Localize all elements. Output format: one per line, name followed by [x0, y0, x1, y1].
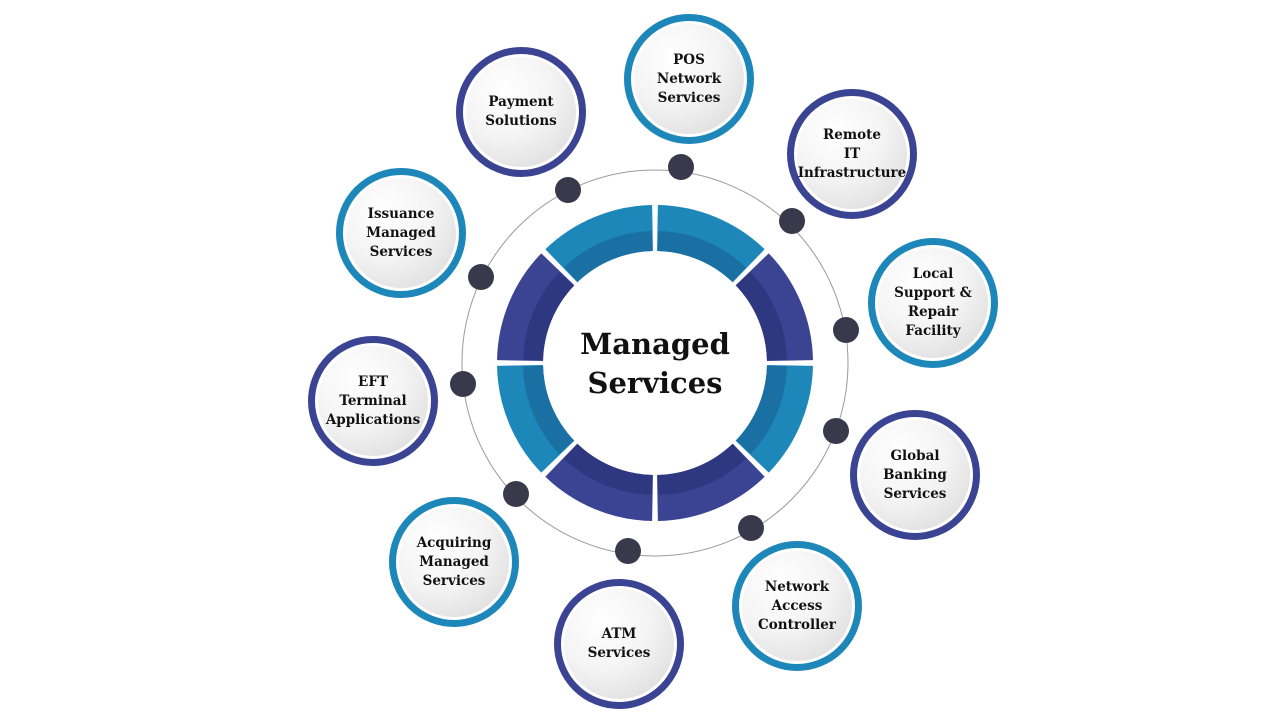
ring-segment-inner-band-3: [736, 365, 787, 454]
center-title-line-2: Services: [587, 366, 723, 400]
node-label-line: Solutions: [485, 113, 557, 129]
node-label-line: Managed: [366, 224, 436, 241]
node-label-line: Infrastructure: [797, 164, 907, 181]
node-label-line: Network: [764, 578, 830, 595]
node-label-line: Controller: [758, 616, 836, 633]
connector-dot-eft-terminal-applications: [450, 371, 476, 397]
node-label-line: Acquiring: [416, 534, 492, 551]
connector-dot-pos-network-services: [668, 154, 694, 180]
node-label-line: Support &: [894, 285, 972, 301]
node-label-line: Managed: [419, 553, 489, 570]
node-label-line: Payment: [488, 94, 554, 110]
node-label-line: ATM: [601, 626, 637, 642]
connector-dot-atm-services: [615, 538, 641, 564]
connector-dot-network-access-controller: [738, 515, 764, 541]
node-label-line: Local: [912, 266, 954, 282]
node-label-line: Access: [771, 597, 823, 614]
node-label-line: Banking: [883, 466, 947, 483]
node-atm-services: ATM Services: [554, 579, 684, 709]
node-label-line: EFT: [358, 373, 388, 390]
center-title: Managed Services: [545, 325, 765, 403]
node-label-line: POS: [673, 51, 705, 68]
ring-segment-inner-band-5: [564, 444, 653, 495]
node-label-line: Facility: [905, 323, 961, 339]
node-label-line: Services: [587, 645, 651, 661]
node-label-line: Applications: [325, 411, 421, 428]
node-label-line: IT: [843, 145, 861, 162]
connector-dot-remote-it-infrastructure: [779, 208, 805, 234]
ring-segment-inner-band-7: [523, 272, 574, 361]
center-title-line-1: Managed: [580, 327, 730, 361]
node-label-line: Terminal: [339, 392, 407, 409]
connector-dot-issuance-managed-services: [468, 264, 494, 290]
connector-dot-global-banking-services: [823, 418, 849, 444]
connector-dot-acquiring-managed-services: [503, 481, 529, 507]
node-label-line: Services: [422, 572, 486, 589]
ring-segment-inner-band-6: [523, 365, 574, 454]
node-label-line: Issuance: [367, 205, 435, 222]
node-label-line: Remote: [823, 126, 881, 143]
node-label: ATM Services: [564, 589, 674, 699]
node-label-line: Services: [883, 485, 947, 502]
node-label-line: Global: [890, 447, 940, 464]
ring-segment-inner-band-8: [564, 231, 653, 282]
ring-segment-inner-band-2: [736, 272, 787, 361]
ring-segment-inner-band-1: [657, 231, 746, 282]
node-label-line: Repair: [907, 304, 959, 320]
node-label-line: Services: [657, 89, 721, 106]
connector-dot-local-support-repair-facility: [833, 317, 859, 343]
ring-segment-inner-band-4: [657, 444, 746, 495]
node-label-line: Network: [656, 70, 722, 87]
node-label-line: Services: [369, 243, 433, 260]
outer-ring-line: [461, 169, 849, 557]
connector-dot-payment-solutions: [555, 177, 581, 203]
